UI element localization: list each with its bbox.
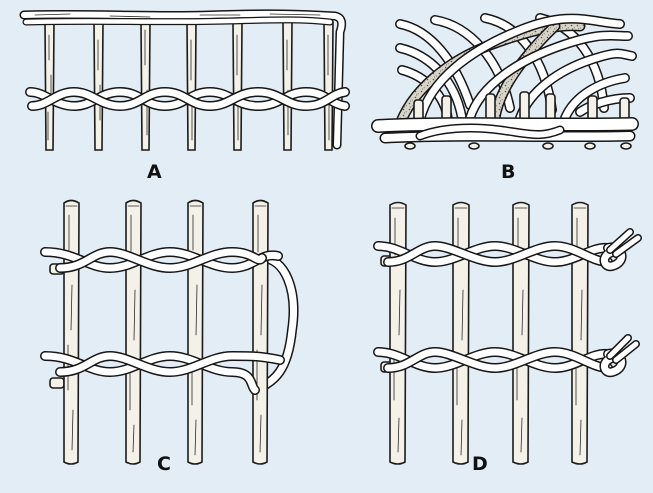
panel-d-upper-knot (604, 232, 638, 266)
stake (572, 203, 588, 465)
stake (283, 22, 292, 150)
stake (324, 22, 333, 150)
panel-d: D (378, 203, 638, 476)
panel-c-stakes (64, 201, 268, 465)
stake (126, 201, 141, 465)
panel-c-upper-weavers (45, 252, 278, 268)
panel-a-stakes (45, 22, 333, 150)
stake (45, 22, 54, 150)
stake (64, 201, 79, 465)
stake (390, 203, 406, 465)
panel-c-lower-weavers (45, 356, 280, 390)
stake (187, 22, 196, 150)
stake (233, 22, 242, 150)
stake (513, 203, 529, 465)
panel-c: C (45, 201, 293, 476)
panel-d-label: D (472, 453, 488, 475)
stake (453, 203, 469, 465)
panel-a-rim (24, 14, 342, 145)
panel-d-upper-weavers (378, 246, 608, 262)
panel-b: B (378, 18, 632, 183)
panel-d-lower-knot (604, 338, 636, 372)
panel-a: A (24, 14, 345, 183)
panel-b-label: B (501, 161, 515, 183)
panel-a-label: A (147, 161, 162, 183)
panel-a-weavers (30, 92, 345, 106)
panel-b-base (378, 124, 632, 149)
stake (94, 22, 103, 150)
panel-d-lower-weavers (378, 352, 608, 368)
panel-c-label: C (157, 453, 171, 475)
stake (141, 22, 150, 150)
